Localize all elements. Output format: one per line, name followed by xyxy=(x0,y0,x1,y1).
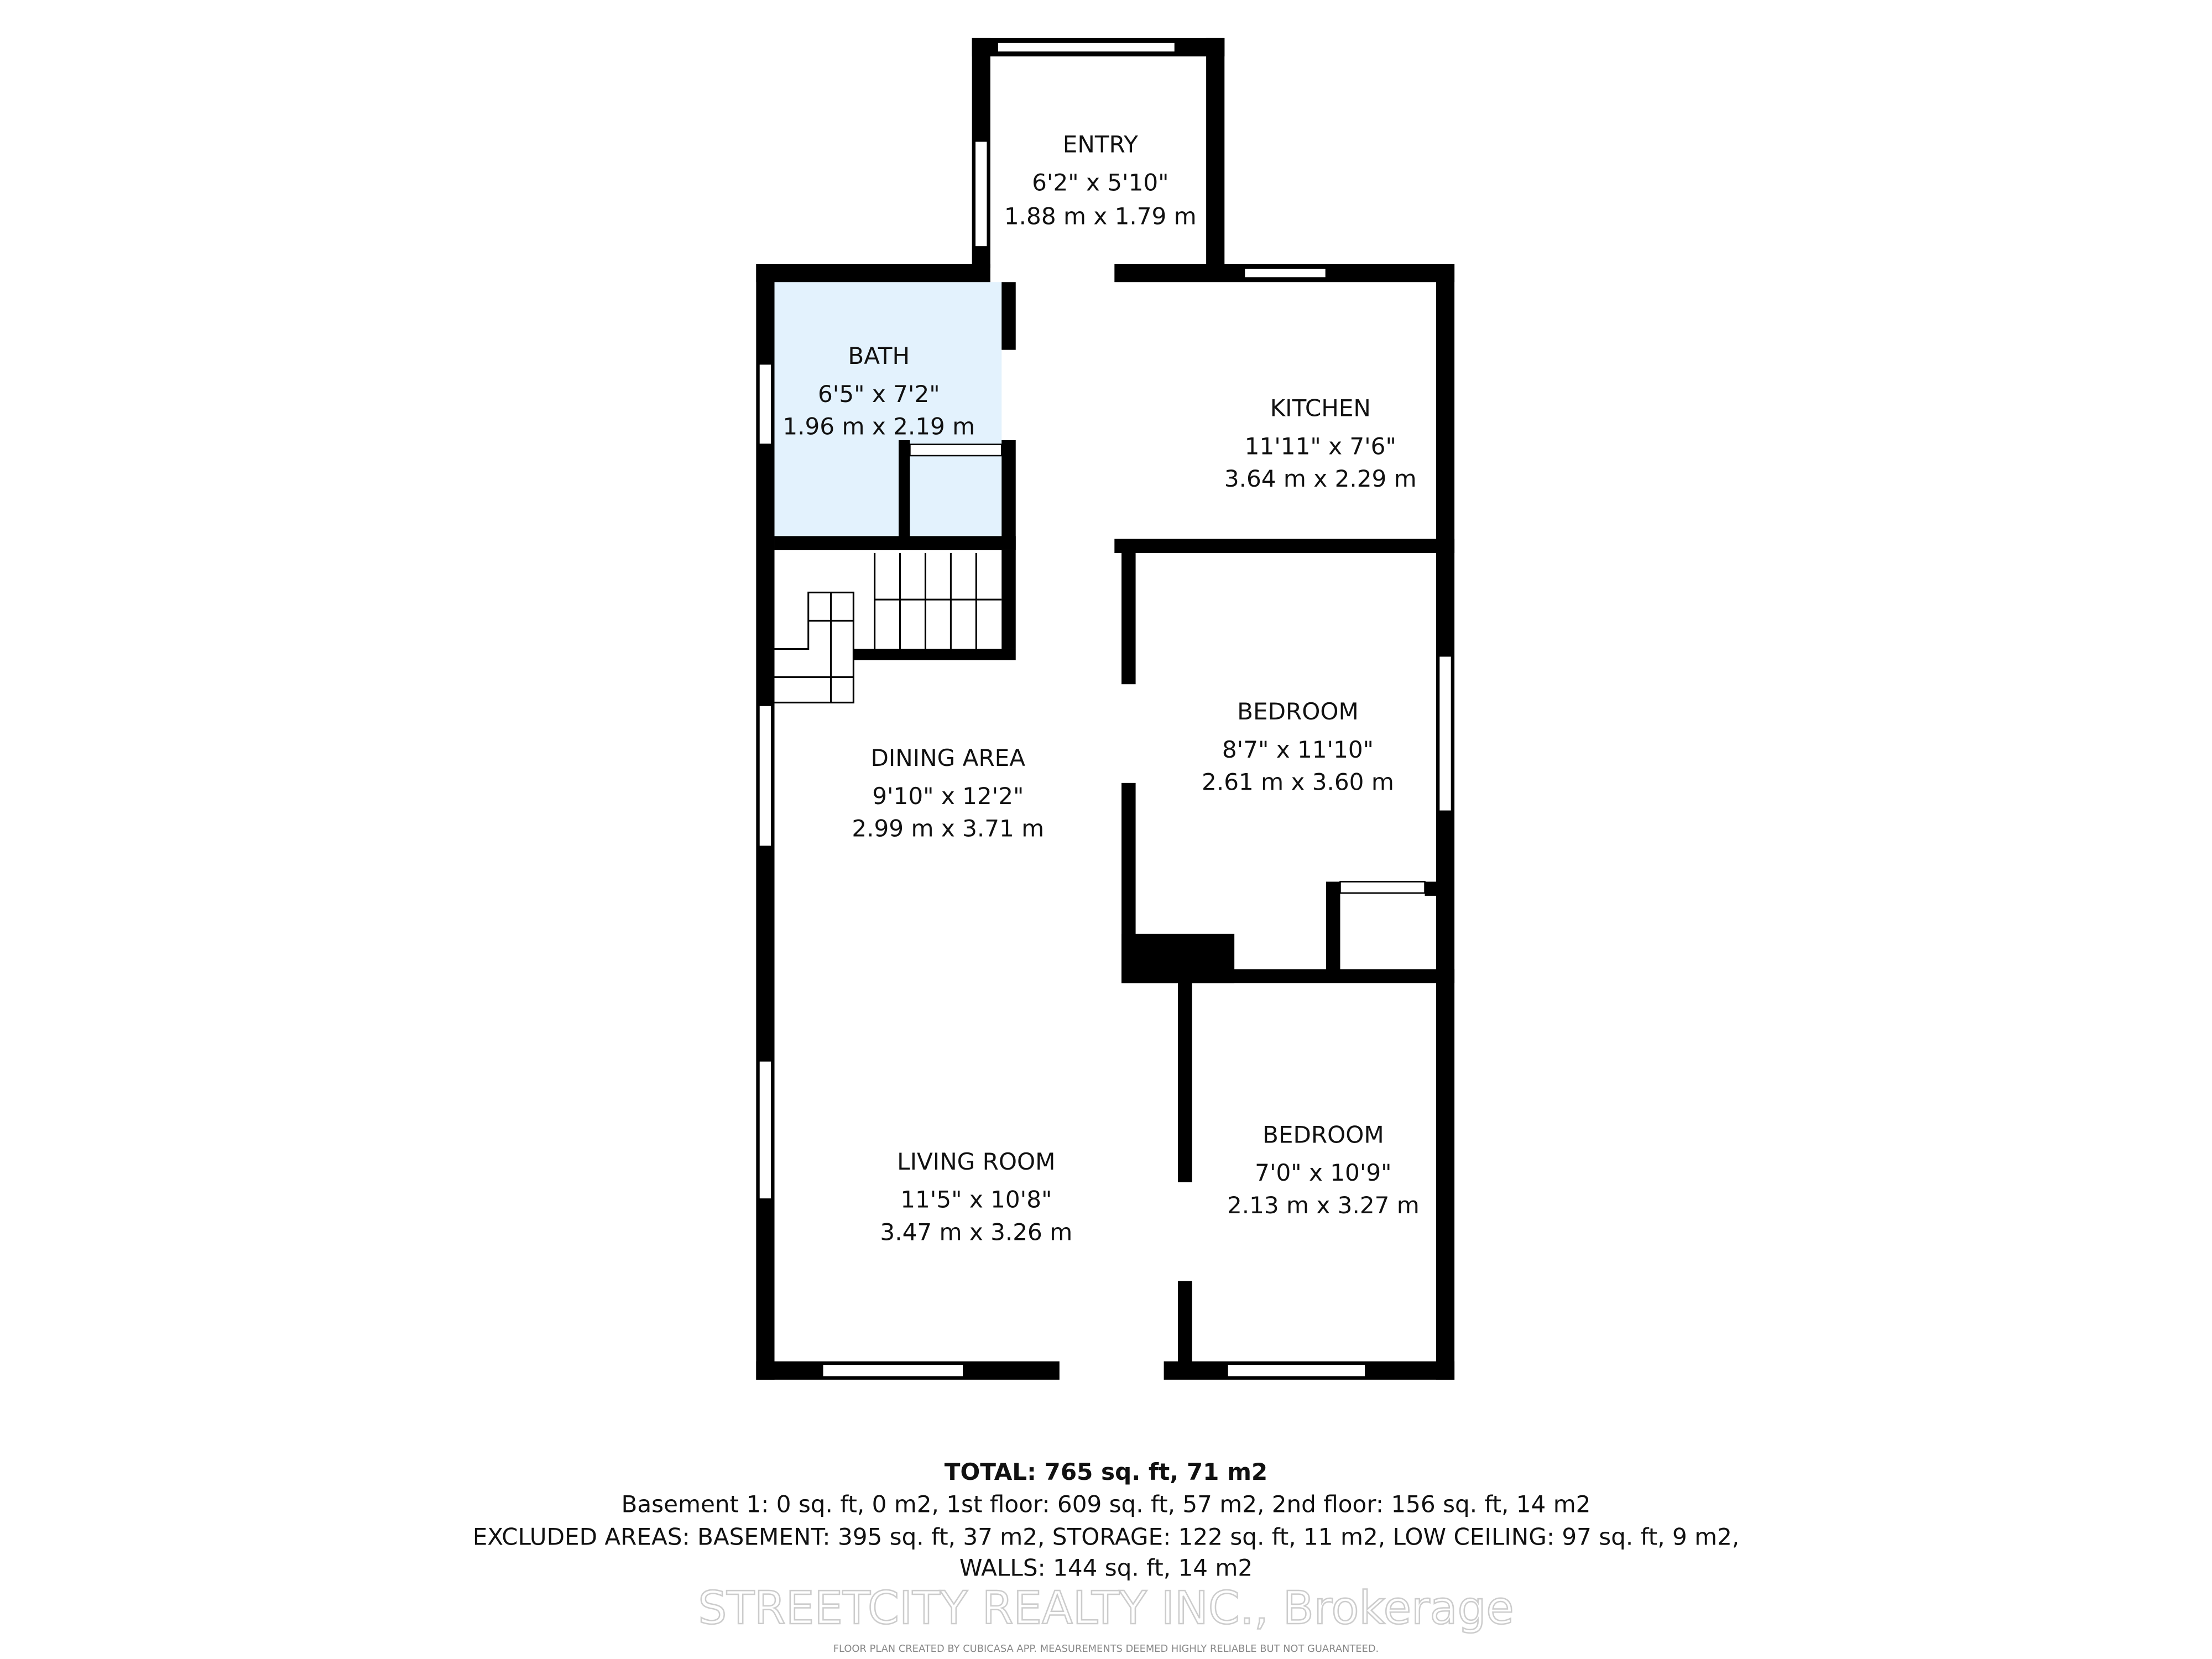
bath-fill xyxy=(774,282,1002,539)
walls-area: WALLS: 144 sq. ft, 14 m2 xyxy=(959,1554,1253,1581)
room-dim-imperial: 11'11" x 7'6" xyxy=(1245,432,1396,460)
room-bedroom-1: BEDROOM 8'7" x 11'10" 2.61 m x 3.60 m xyxy=(1202,698,1394,796)
windows xyxy=(758,41,1453,1378)
room-name: BATH xyxy=(848,342,910,369)
room-dim-metric: 3.64 m x 2.29 m xyxy=(1224,465,1417,492)
room-dim-imperial: 6'5" x 7'2" xyxy=(818,380,940,408)
room-bedroom-2: BEDROOM 7'0" x 10'9" 2.13 m x 3.27 m xyxy=(1227,1121,1420,1219)
room-dim-imperial: 7'0" x 10'9" xyxy=(1255,1159,1391,1186)
excluded-areas: EXCLUDED AREAS: BASEMENT: 395 sq. ft, 37… xyxy=(473,1523,1740,1550)
room-dim-imperial: 8'7" x 11'10" xyxy=(1222,736,1374,763)
room-name: BEDROOM xyxy=(1237,698,1359,725)
total-area: TOTAL: 765 sq. ft, 71 m2 xyxy=(945,1458,1267,1485)
disclaimer: FLOOR PLAN CREATED BY CUBICASA APP. MEAS… xyxy=(833,1643,1379,1655)
room-name: KITCHEN xyxy=(1270,395,1371,422)
room-dim-metric: 1.88 m x 1.79 m xyxy=(1004,203,1197,230)
room-name: DINING AREA xyxy=(871,744,1026,771)
room-dim-metric: 2.99 m x 3.71 m xyxy=(852,815,1044,842)
area-summary: TOTAL: 765 sq. ft, 71 m2 Basement 1: 0 s… xyxy=(473,1458,1740,1581)
room-dim-imperial: 6'2" x 5'10" xyxy=(1032,169,1168,196)
stairs xyxy=(774,553,1002,703)
floor-areas: Basement 1: 0 sq. ft, 0 m2, 1st floor: 6… xyxy=(622,1491,1591,1518)
room-name: BEDROOM xyxy=(1262,1121,1384,1148)
room-name: LIVING ROOM xyxy=(897,1148,1055,1175)
room-dim-metric: 2.13 m x 3.27 m xyxy=(1227,1192,1420,1219)
room-name: ENTRY xyxy=(1063,131,1138,158)
room-kitchen: KITCHEN 11'11" x 7'6" 3.64 m x 2.29 m xyxy=(1224,395,1417,493)
room-bath: BATH 6'5" x 7'2" 1.96 m x 2.19 m xyxy=(782,342,975,440)
room-dim-imperial: 9'10" x 12'2" xyxy=(872,782,1024,810)
room-entry: ENTRY 6'2" x 5'10" 1.88 m x 1.79 m xyxy=(1004,131,1197,230)
room-dim-metric: 3.47 m x 3.26 m xyxy=(880,1218,1072,1245)
room-dining-area: DINING AREA 9'10" x 12'2" 2.99 m x 3.71 … xyxy=(852,744,1044,842)
watermark: STREETCITY REALTY INC., Brokerage xyxy=(698,1582,1514,1635)
room-dim-imperial: 11'5" x 10'8" xyxy=(900,1186,1052,1213)
room-living-room: LIVING ROOM 11'5" x 10'8" 3.47 m x 3.26 … xyxy=(880,1148,1072,1246)
room-dim-metric: 1.96 m x 2.19 m xyxy=(782,413,975,440)
room-dim-metric: 2.61 m x 3.60 m xyxy=(1202,769,1394,796)
